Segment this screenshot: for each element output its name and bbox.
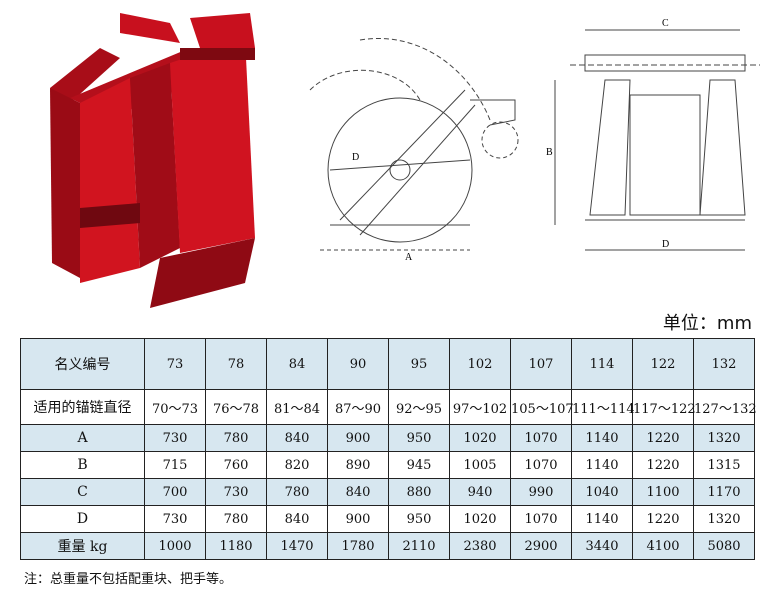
table-cell: 1020 — [449, 505, 511, 533]
table-cell: 1070 — [510, 424, 572, 452]
header-cell: 78 — [205, 338, 267, 390]
table-cell: 730 — [144, 505, 206, 533]
table-cell: 780 — [205, 505, 267, 533]
table-cell: 780 — [266, 478, 328, 506]
table-cell: 1100 — [632, 478, 694, 506]
header-cell: 102 — [449, 338, 511, 390]
table-cell: 1220 — [632, 505, 694, 533]
table-cell: 900 — [327, 505, 389, 533]
table-cell: 5080 — [693, 532, 755, 560]
row-label: 适用的锚链直径 — [20, 389, 145, 425]
table-cell: 1000 — [144, 532, 206, 560]
table-cell: 117～122 — [632, 389, 696, 425]
table-cell: 990 — [510, 478, 572, 506]
table-cell: 1180 — [205, 532, 267, 560]
header-cell: 95 — [388, 338, 450, 390]
table-cell: 2110 — [388, 532, 450, 560]
table-cell: 940 — [449, 478, 511, 506]
table-cell: 780 — [205, 424, 267, 452]
table-cell: 1170 — [693, 478, 755, 506]
row-label: C — [20, 478, 145, 506]
right-drawing-label-b: B — [546, 147, 553, 158]
table-cell: 1220 — [632, 424, 694, 452]
table-cell: 81～84 — [266, 389, 328, 425]
table-cell: 97～102 — [449, 389, 511, 425]
table-cell: 880 — [388, 478, 450, 506]
right-drawing-label-c: C — [662, 18, 669, 29]
table-cell: 760 — [205, 451, 267, 479]
left-drawing-label-d: D — [352, 152, 359, 163]
table-cell: 1320 — [693, 505, 755, 533]
table-cell: 127～132 — [693, 389, 757, 425]
table-cell: 700 — [144, 478, 206, 506]
row-label: B — [20, 451, 145, 479]
table-cell: 840 — [327, 478, 389, 506]
table-cell: 1315 — [693, 451, 755, 479]
right-drawing-label-d: D — [662, 239, 669, 250]
unit-label: 单位：mm — [662, 313, 752, 334]
header-cell: 90 — [327, 338, 389, 390]
table-cell: 111～114 — [571, 389, 635, 425]
table-cell: 1220 — [632, 451, 694, 479]
table-cell: 1470 — [266, 532, 328, 560]
left-drawing-label-a: A — [405, 252, 413, 263]
table-cell: 840 — [266, 424, 328, 452]
table-cell: 4100 — [632, 532, 694, 560]
header-cell: 114 — [571, 338, 633, 390]
table-cell: 1005 — [449, 451, 511, 479]
table-cell: 1070 — [510, 451, 572, 479]
header-cell: 107 — [510, 338, 572, 390]
table-cell: 1140 — [571, 424, 633, 452]
table-cell: 1020 — [449, 424, 511, 452]
table-cell: 890 — [327, 451, 389, 479]
table-cell: 105～107 — [510, 389, 574, 425]
table-cell: 1040 — [571, 478, 633, 506]
table-cell: 945 — [388, 451, 450, 479]
table-cell: 900 — [327, 424, 389, 452]
table-cell: 2380 — [449, 532, 511, 560]
table-cell: 715 — [144, 451, 206, 479]
table-cell: 1140 — [571, 451, 633, 479]
table-cell: 730 — [205, 478, 267, 506]
table-cell: 1070 — [510, 505, 572, 533]
row-label: A — [20, 424, 145, 452]
table-cell: 730 — [144, 424, 206, 452]
engineering-drawing: D A B C D — [309, 18, 760, 263]
table-cell: 87～90 — [327, 389, 389, 425]
table-cell: 950 — [388, 505, 450, 533]
table-cell: 3440 — [571, 532, 633, 560]
header-cell: 122 — [632, 338, 694, 390]
row-label: 重量 kg — [20, 532, 145, 560]
table-cell: 76～78 — [205, 389, 267, 425]
table-cell: 950 — [388, 424, 450, 452]
header-cell-label: 名义编号 — [20, 338, 145, 390]
table-cell: 1780 — [327, 532, 389, 560]
table-cell: 2900 — [510, 532, 572, 560]
header-cell: 84 — [266, 338, 328, 390]
header-cell: 73 — [144, 338, 206, 390]
footnote: 注：总重量不包括配重块、把手等。 — [24, 572, 233, 587]
row-label: D — [20, 505, 145, 533]
table-cell: 840 — [266, 505, 328, 533]
table-cell: 820 — [266, 451, 328, 479]
table-cell: 92～95 — [388, 389, 450, 425]
table-cell: 1140 — [571, 505, 633, 533]
product-photo — [50, 13, 255, 308]
table-cell: 70～73 — [144, 389, 206, 425]
header-cell: 132 — [693, 338, 755, 390]
table-cell: 1320 — [693, 424, 755, 452]
